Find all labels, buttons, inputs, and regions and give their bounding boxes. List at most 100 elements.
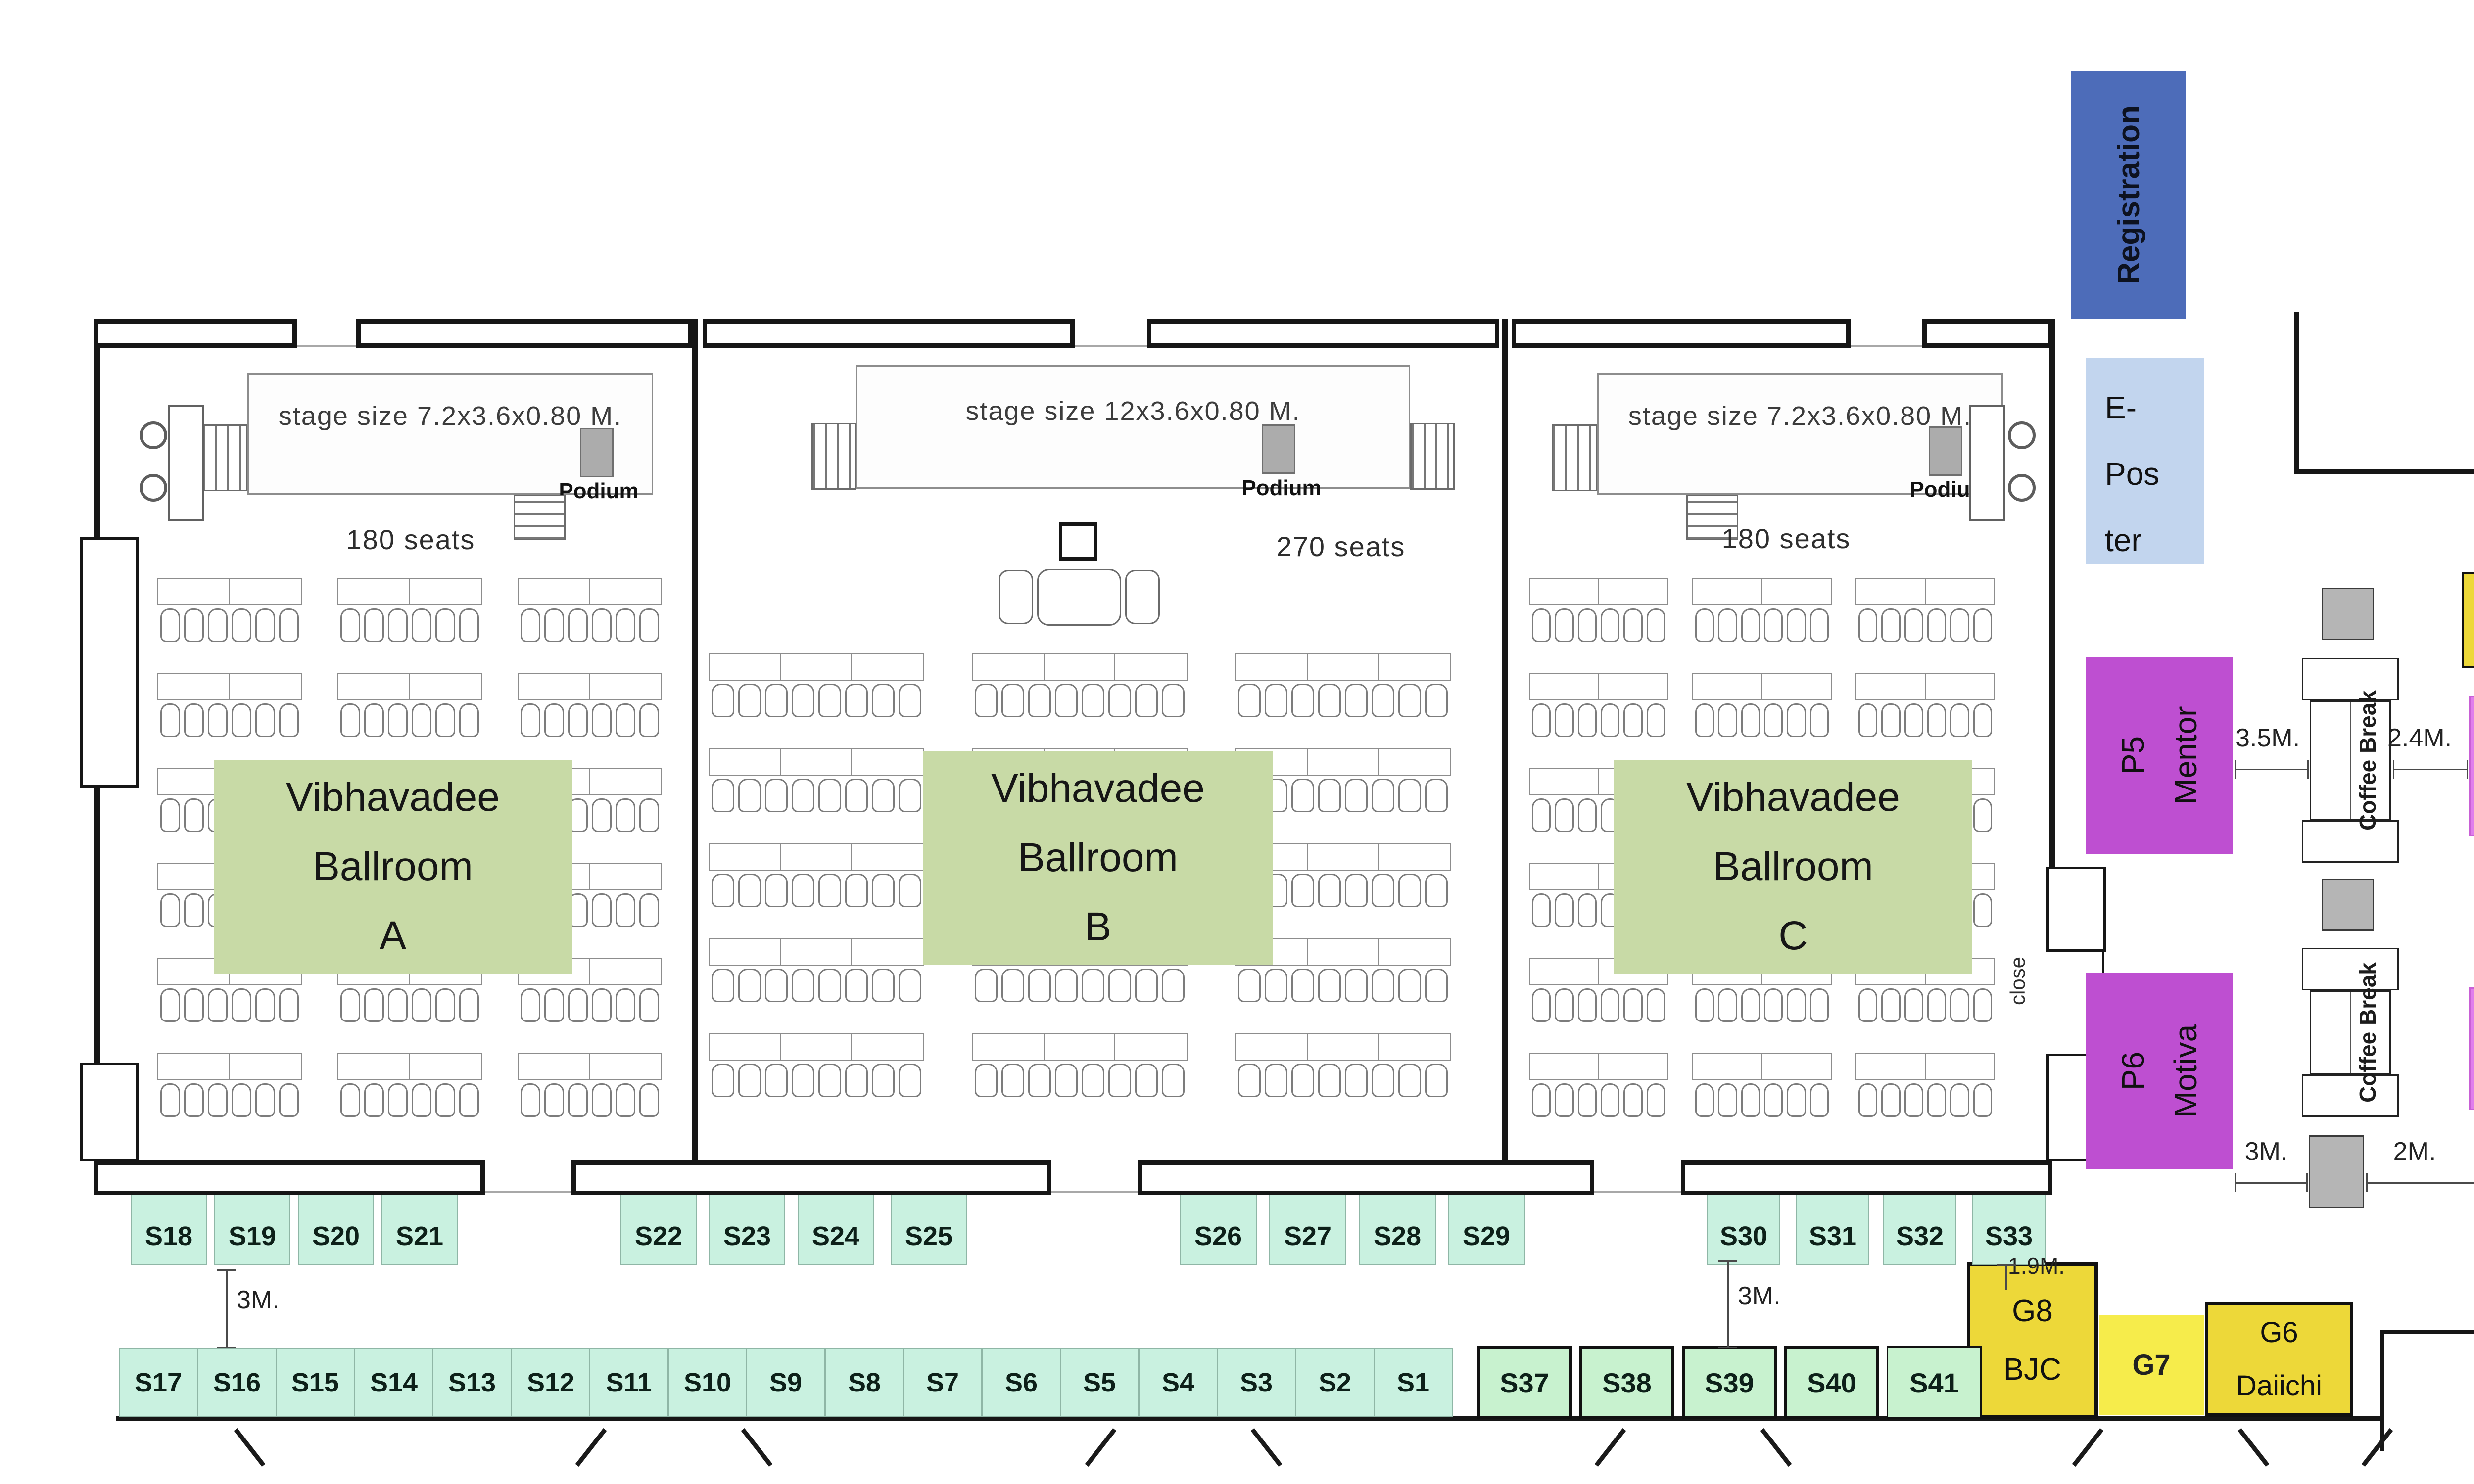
chair-row xyxy=(521,703,659,737)
stool-icon xyxy=(140,421,167,449)
p5-label: P5 Mentor xyxy=(2086,657,2233,854)
chair xyxy=(1623,608,1643,642)
dim-pillar-right: 2M. xyxy=(2393,1137,2436,1166)
chair xyxy=(872,874,895,907)
dim-tick xyxy=(217,1269,236,1271)
chair xyxy=(1927,608,1947,642)
chair xyxy=(1238,684,1261,717)
chair xyxy=(459,608,479,642)
chair xyxy=(1858,608,1878,642)
wall-bottom-right xyxy=(2380,1330,2474,1334)
chair-row xyxy=(340,988,479,1022)
chair xyxy=(975,1064,998,1097)
chair xyxy=(340,1083,360,1117)
door-jamb xyxy=(80,1063,139,1161)
chair xyxy=(1318,779,1341,812)
chair-row xyxy=(160,703,299,737)
chair xyxy=(160,988,180,1022)
chair xyxy=(1695,608,1714,642)
booth-s20: S20 xyxy=(298,1187,374,1265)
chair xyxy=(568,988,588,1022)
chair xyxy=(255,703,275,737)
chair xyxy=(1646,703,1665,737)
p6-line: P6 xyxy=(2115,1051,2151,1091)
dim-tick xyxy=(2307,760,2309,779)
chair xyxy=(1904,1083,1923,1117)
chair xyxy=(459,1083,479,1117)
booth-s24: S24 xyxy=(798,1187,874,1265)
chair xyxy=(279,608,299,642)
booth-s38: S38 xyxy=(1579,1346,1674,1419)
dim-tick xyxy=(2393,760,2394,779)
booth-s1: S1 xyxy=(1374,1348,1453,1417)
booth-s22: S22 xyxy=(620,1187,697,1265)
dim-line xyxy=(226,1269,228,1348)
coffee-break-1-label-wrap: Coffee Break xyxy=(2345,658,2390,863)
booth-s27: S27 xyxy=(1269,1187,1346,1265)
chair xyxy=(160,1083,180,1117)
chair xyxy=(544,1083,564,1117)
chair xyxy=(845,874,868,907)
chair xyxy=(184,608,204,642)
coffee-break-2-cap xyxy=(2302,948,2399,990)
chair xyxy=(184,703,204,737)
chair xyxy=(1162,684,1185,717)
registration-zone: Registration xyxy=(2071,71,2186,319)
chair xyxy=(616,1083,635,1117)
banquet-table xyxy=(337,578,482,605)
banquet-table xyxy=(1235,1033,1451,1061)
chair xyxy=(1028,969,1051,1002)
booth-s21: S21 xyxy=(381,1187,458,1265)
p7-zone: P7 xyxy=(2469,696,2474,836)
chair xyxy=(616,608,635,642)
chair xyxy=(1600,988,1620,1022)
chair xyxy=(232,988,251,1022)
door-jamb xyxy=(80,537,139,788)
stool-icon xyxy=(140,474,167,502)
chair xyxy=(1718,1083,1737,1117)
banquet-table xyxy=(1856,1053,1995,1080)
chair xyxy=(1555,893,1574,927)
chair-row xyxy=(1858,1083,1992,1117)
chair xyxy=(1695,988,1714,1022)
chair xyxy=(975,684,998,717)
chair xyxy=(792,684,814,717)
banquet-table xyxy=(157,1053,302,1080)
chair-row xyxy=(1858,608,1992,642)
eposter-line: Pos xyxy=(2105,456,2160,492)
chair xyxy=(1028,684,1051,717)
seats-b-label: 270 seats xyxy=(1276,531,1406,562)
p6-motiva-zone: P6 Motiva xyxy=(2086,973,2233,1169)
dim-line xyxy=(2235,1182,2308,1184)
door-swing-icon xyxy=(2361,1428,2393,1467)
chair xyxy=(1858,1083,1878,1117)
chair xyxy=(1425,779,1448,812)
chair xyxy=(279,703,299,737)
banquet-table xyxy=(1856,673,1995,700)
chair xyxy=(818,779,841,812)
wall xyxy=(1922,319,2052,348)
room-label-b-line: Ballroom xyxy=(1018,835,1178,880)
chair xyxy=(1265,969,1287,1002)
door-header xyxy=(485,1191,571,1193)
chair xyxy=(1695,703,1714,737)
chair xyxy=(765,684,788,717)
chair xyxy=(639,893,659,927)
booth-s3: S3 xyxy=(1217,1348,1296,1417)
chair xyxy=(1135,1064,1158,1097)
chair xyxy=(845,779,868,812)
chair-row xyxy=(712,684,921,717)
chair xyxy=(521,988,540,1022)
eposter-zone: E- Pos ter xyxy=(2086,358,2204,564)
chair xyxy=(412,703,431,737)
wall-partition-ab xyxy=(692,319,698,1160)
chair xyxy=(1695,1083,1714,1117)
p5-line: Mentor xyxy=(2168,706,2203,805)
chair xyxy=(1950,1083,1969,1117)
chair-row xyxy=(712,1064,921,1097)
door-jamb xyxy=(2046,867,2106,952)
chair xyxy=(792,969,814,1002)
chair xyxy=(184,988,204,1022)
chair xyxy=(1741,988,1760,1022)
chair xyxy=(568,703,588,737)
